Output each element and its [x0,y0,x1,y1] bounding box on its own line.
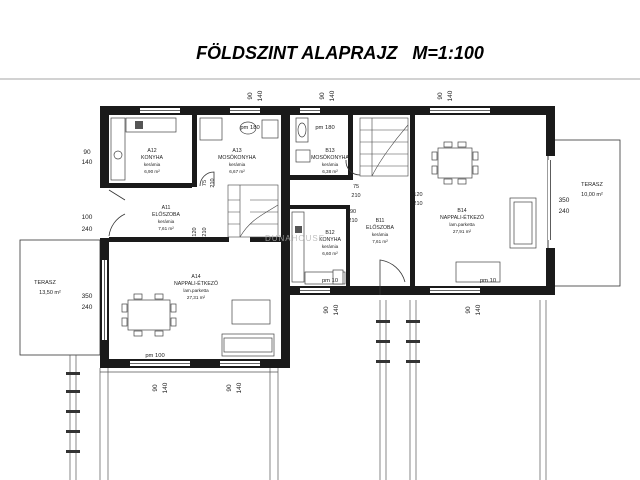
dimension-label: 140 [236,382,243,393]
plan-title: FÖLDSZINT ALAPRAJZ M=1:100 [196,43,484,63]
room-b13-name: MOSÓKONYHA [311,154,349,161]
room-a11-floor: kerámia [158,219,175,224]
room-b13-area: 6,38 m² [322,169,338,174]
room-a13-code: A13 [232,148,241,154]
room-a14-code: A14 [191,274,200,280]
dimension-label: 240 [82,304,93,311]
dimension-label: 140 [333,304,340,315]
terrace-right-area: 10,00 m² [581,192,603,198]
room-b11-code: B11 [376,218,385,224]
living-left-furniture [121,293,275,357]
dimension-label: 210 [348,218,357,224]
dimension-label: 90 [437,92,444,100]
dimension-label: 210 [202,227,208,236]
kitchen-right-furniture [291,211,346,285]
dimension-label: 90 [247,92,254,100]
room-b12-area: 6,60 m² [322,251,338,256]
dimension-label: 210 [351,193,360,199]
dimension-label: 75 [353,184,359,190]
room-b12-name: KONYHA [319,237,341,243]
dimension-label: 210 [413,201,422,207]
room-a11-code: A11 [162,205,171,211]
dimension-label: 90 [226,384,233,392]
dimension-label: 140 [447,90,454,101]
bath-left-furniture [199,117,279,141]
room-b13-code: B13 [325,148,334,154]
room-a11-area: 7,61 m² [158,226,174,231]
terrace-right-name: TERASZ [581,182,603,188]
room-a14-area: 27,31 m² [187,295,206,300]
dimension-label: 350 [82,293,93,300]
room-a13-area: 6,67 m² [229,169,245,174]
dimension-label: 210 [210,178,216,187]
dimension-label: 90 [152,384,159,392]
terrace-left-area: 13,50 m² [39,290,61,296]
dimension-label: pm 10 [480,278,496,284]
doors [108,119,406,295]
room-b11-name: ELŐSZOBA [366,224,395,231]
room-b14-code: B14 [457,208,466,214]
kitchen-left-furniture [110,117,177,181]
dimension-label: 120 [413,192,422,198]
room-b13-floor: kerámia [322,162,339,167]
room-b14-name: NAPPALI-ÉTKEZŐ [440,214,484,221]
dimension-label: 75 [202,180,208,186]
terrace-left-name: TERASZ [34,280,56,286]
dimension-label: 100 [82,214,93,221]
pergola-lines [69,300,547,480]
room-a13-name: MOSÓKONYHA [218,154,256,161]
room-a12-code: A12 [147,148,156,154]
dimension-label: 350 [559,197,570,204]
dimension-label: 140 [82,159,93,166]
dimension-label: 140 [475,304,482,315]
pergola-ticks [66,320,420,453]
room-b12-floor: kerámia [322,244,339,249]
room-b11-area: 7,61 m² [372,239,388,244]
bath-right-furniture [295,117,311,163]
sill-labels: pm 180 pm 180 pm 100 pm 10 pm 10 [145,125,496,359]
walls [100,106,555,368]
dimension-label: 140 [329,90,336,101]
dimension-label: 90 [465,306,472,314]
room-b14-floor: lam.parketta [449,222,475,227]
dimension-label: pm 180 [315,125,334,131]
room-a14-floor: lam.parketta [183,288,209,293]
dimension-label: 140 [162,382,169,393]
watermark: DUNAHOUSE [265,234,325,243]
staircase-left [227,184,279,238]
dimension-label: 240 [559,208,570,215]
room-a12-name: KONYHA [141,155,163,161]
dimension-label: 240 [82,226,93,233]
dimension-label: 90 [319,92,326,100]
dimension-label: pm 100 [145,353,164,359]
room-a11-name: ELŐSZOBA [152,211,181,218]
room-a13-floor: kerámia [229,162,246,167]
staircase-right [359,117,409,177]
dimension-label: pm 10 [322,278,338,284]
dimension-label: 90 [323,306,330,314]
dimension-label: 120 [192,227,198,236]
dimension-label: 90 [350,209,356,215]
room-b11-floor: kerámia [372,232,389,237]
room-a12-area: 6,90 m² [144,169,160,174]
living-right-furniture [431,141,537,283]
dimension-label: pm 180 [240,125,259,131]
room-b12-code: B12 [325,230,334,236]
dimension-labels: 90 140 90 140 90 140 90 140 100 240 350 … [82,90,570,393]
room-labels: A12 KONYHA kerámia 6,90 m² A13 MOSÓKONYH… [141,148,484,300]
room-a12-floor: kerámia [144,162,161,167]
room-a14-name: NAPPALI-ÉTKEZŐ [174,280,218,287]
dimension-label: 140 [257,90,264,101]
dimension-label: 90 [83,149,91,156]
room-b14-area: 27,91 m² [453,229,472,234]
dimension-label: 90 [192,180,198,186]
